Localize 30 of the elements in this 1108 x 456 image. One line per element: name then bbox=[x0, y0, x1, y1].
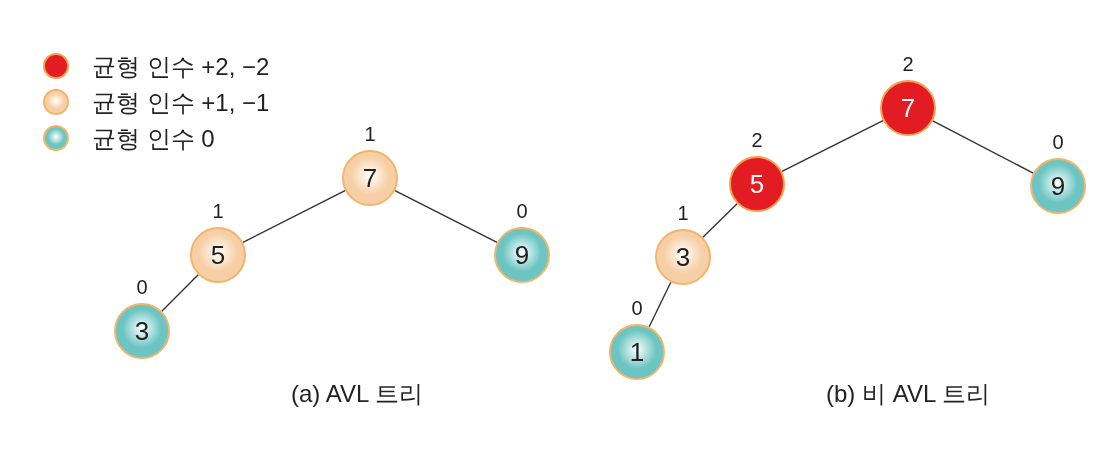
tree-edge bbox=[394, 189, 498, 244]
tree-node: 3 bbox=[114, 303, 170, 359]
tree-node: 9 bbox=[494, 227, 550, 283]
legend-label: 균형 인수 +1, −1 bbox=[92, 88, 270, 118]
balance-factor-label: 1 bbox=[364, 122, 376, 146]
tree-node: 5 bbox=[729, 156, 785, 212]
caption: (a) AVL 트리 bbox=[291, 379, 423, 409]
balance-factor-label: 2 bbox=[751, 128, 763, 152]
caption: (b) 비 AVL 트리 bbox=[826, 379, 990, 409]
tree-node: 3 bbox=[655, 229, 711, 285]
balance-factor-label: 2 bbox=[902, 52, 914, 76]
balance-factor-label: 1 bbox=[212, 199, 224, 223]
tree-node: 1 bbox=[609, 324, 665, 380]
tree-node: 5 bbox=[190, 227, 246, 283]
tree-node: 9 bbox=[1030, 158, 1086, 214]
tree-edge bbox=[161, 274, 199, 312]
tree-edge bbox=[932, 120, 1034, 174]
legend-label: 균형 인수 +2, −2 bbox=[92, 52, 270, 82]
balance-factor-label: 1 bbox=[677, 201, 689, 225]
balance-factor-label: 0 bbox=[516, 199, 528, 223]
tree-edge bbox=[781, 119, 884, 173]
tree-edge bbox=[702, 202, 738, 239]
balance-factor-label: 0 bbox=[1052, 130, 1064, 154]
tree-node: 7 bbox=[342, 150, 398, 206]
tree-node: 7 bbox=[880, 80, 936, 136]
balance-factor-label: 0 bbox=[631, 296, 643, 320]
balance-factor-label: 0 bbox=[136, 275, 148, 299]
tree-edge bbox=[648, 281, 672, 328]
tree-edge bbox=[242, 189, 346, 244]
legend-label: 균형 인수 0 bbox=[92, 124, 215, 154]
